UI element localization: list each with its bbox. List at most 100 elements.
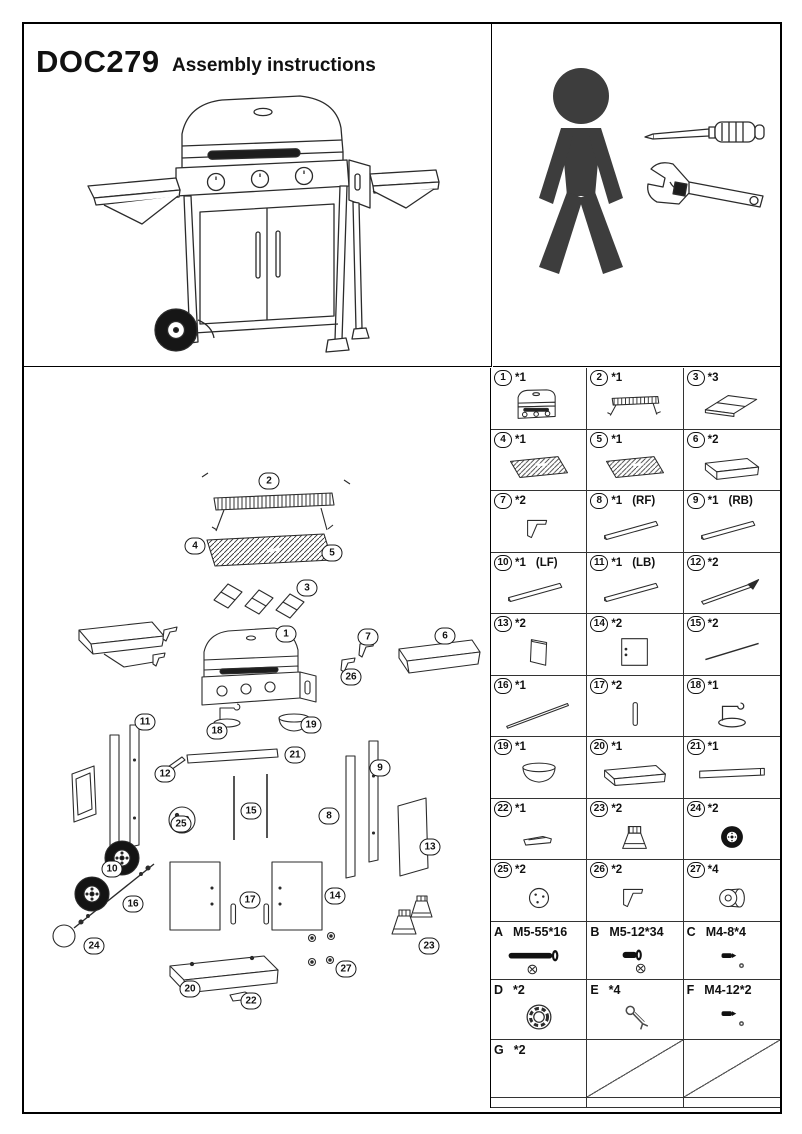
part-cell-7: 7*2 — [491, 491, 588, 553]
part-number-badge: 27 — [686, 862, 705, 878]
part-number-badge: 1 — [494, 370, 512, 386]
part-label: 22*1 — [494, 800, 583, 817]
part-label: E*4 — [590, 982, 679, 998]
ring-icon — [494, 998, 583, 1037]
right-shelf-part — [398, 639, 481, 674]
bowl-icon — [494, 755, 583, 796]
callout-25: 25 — [170, 815, 192, 833]
part-cell-D: D*2 — [491, 979, 588, 1040]
part-cell-12: 12*2 — [683, 552, 780, 614]
part-number-badge: 16 — [494, 677, 512, 694]
wheel-icon — [687, 817, 777, 858]
part-quantity: *1 — [515, 433, 526, 446]
part-number-badge: 10 — [494, 554, 512, 571]
part-label: D*2 — [494, 982, 583, 998]
part-label: 2*1 — [590, 370, 679, 386]
part-quantity: *1 — [515, 802, 526, 815]
part-quantity: *1 — [611, 495, 623, 507]
long-bar-icon — [687, 755, 777, 796]
part-quantity: *2 — [611, 802, 623, 815]
hardware-code: E — [590, 982, 599, 997]
callout-7: 7 — [357, 628, 379, 646]
part-number-badge: 15 — [686, 616, 705, 632]
part-label: 10*1(LF) — [494, 554, 583, 571]
grill-head-part — [201, 627, 317, 706]
grill-head-icon — [494, 386, 583, 427]
callout-3: 3 — [296, 579, 318, 597]
leg-bar-icon — [494, 571, 583, 612]
part-number-badge: 14 — [590, 616, 609, 632]
bottom-shelf-icon — [590, 755, 679, 796]
part-label: 9*1(RB) — [686, 493, 777, 509]
hardware-spec: M5-12*34 — [609, 924, 664, 939]
part-label: 13*2 — [494, 616, 583, 632]
leg-bar-icon — [590, 571, 679, 612]
part-label: 20*1 — [590, 739, 679, 755]
callout-26: 26 — [340, 668, 362, 686]
part-number-badge: 22 — [494, 800, 512, 817]
disc-dots-icon — [494, 878, 583, 919]
part-cell-E: E*4 — [587, 979, 684, 1040]
roller-parts — [307, 931, 336, 967]
blank — [590, 1042, 679, 1095]
part-quantity: *1 — [707, 741, 719, 753]
bolt-short-icon — [590, 940, 679, 978]
page-title: Assembly instructions — [172, 55, 376, 76]
part-number-badge: 6 — [686, 431, 705, 448]
header-section: DOC279 Assembly instructions — [24, 24, 492, 367]
bracket-22-icon — [494, 817, 583, 858]
hardware-spec: M4-8*4 — [705, 924, 746, 939]
part-number-badge: 17 — [590, 677, 609, 694]
part-quantity: *1 — [611, 741, 623, 753]
callout-1: 1 — [275, 625, 297, 643]
callout-11: 11 — [134, 713, 156, 731]
grate-icon — [494, 448, 583, 489]
document-page: DOC279 Assembly instructions — [22, 22, 782, 1114]
part-number-badge: 11 — [590, 554, 609, 571]
blank — [494, 1100, 583, 1106]
callout-8: 8 — [318, 807, 340, 825]
part-number-badge: 13 — [494, 616, 512, 632]
callout-18: 18 — [206, 722, 228, 740]
part-label: 25*2 — [494, 862, 583, 878]
callout-17: 17 — [239, 891, 261, 909]
grate-icon — [590, 448, 679, 489]
cooking-grate-part — [206, 533, 333, 567]
part-number-badge: 26 — [590, 862, 609, 878]
part-position-code: (LB) — [632, 556, 656, 569]
part-quantity: *2 — [707, 433, 719, 446]
part-cell-18: 18*1 — [683, 675, 780, 737]
part-label: 7*2 — [494, 493, 583, 509]
part-cell-13: 13*2 — [491, 614, 588, 676]
exploded-diagram-art — [52, 472, 481, 1002]
part-number-badge: 20 — [590, 739, 609, 755]
roller-icon — [687, 878, 777, 919]
heat-plate-part — [213, 583, 305, 619]
part-label: 11*1(LB) — [590, 554, 679, 571]
part-position-code: (RB) — [728, 495, 753, 507]
part-cell-G: G*2 — [491, 1039, 588, 1098]
cup-holder-icon — [687, 694, 777, 735]
part-number-badge: 2 — [590, 370, 609, 386]
empty-cell — [587, 1097, 684, 1108]
callout-20: 20 — [179, 980, 201, 998]
part-label: 21*1 — [686, 739, 777, 755]
hardware-spec: M5-55*16 — [513, 924, 568, 939]
grill-line-art — [87, 95, 440, 353]
callout-9: 9 — [369, 759, 391, 777]
callout-10: 10 — [101, 860, 123, 878]
long-rod-icon — [494, 694, 583, 735]
part-number-badge: 8 — [590, 493, 609, 509]
part-cell-2: 2*1 — [587, 368, 684, 430]
part-quantity: *1 — [707, 495, 719, 507]
adjustable-wrench-icon — [647, 162, 764, 208]
blank — [590, 1100, 679, 1106]
part-cell-25: 25*2 — [491, 860, 588, 922]
